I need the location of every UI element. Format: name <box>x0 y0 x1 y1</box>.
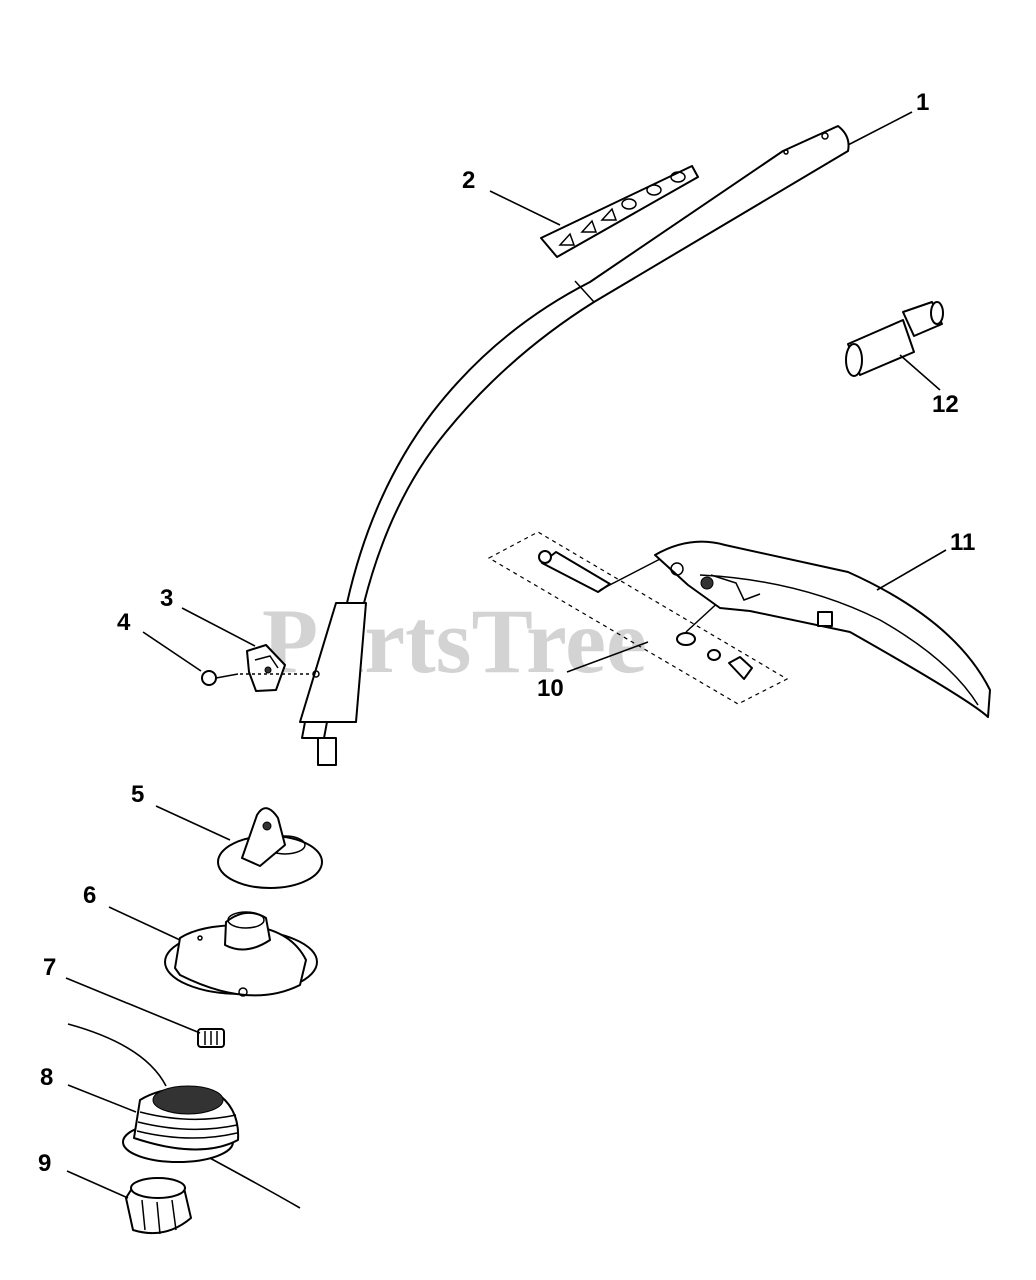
part-5-retainer <box>217 807 323 889</box>
part-8-spool <box>67 1023 301 1209</box>
callout-12: 12 <box>932 391 959 418</box>
callout-8: 8 <box>40 1064 53 1091</box>
callout-2: 2 <box>462 167 475 194</box>
part-2-label <box>540 165 699 258</box>
callout-4: 4 <box>117 609 131 636</box>
part-10-hardware-kit <box>487 531 789 705</box>
callout-11: 11 <box>950 529 975 556</box>
callout-3: 3 <box>160 585 173 612</box>
part-12-adapter <box>845 301 944 377</box>
part-11-guard <box>654 540 991 718</box>
callout-7: 7 <box>43 954 56 981</box>
callout-10: 10 <box>537 675 564 702</box>
part-6-housing <box>164 911 318 997</box>
part-3-clamp <box>246 644 286 692</box>
part-4-screw <box>201 670 312 686</box>
callout-6: 6 <box>83 882 96 909</box>
part-7-eyelet <box>197 1028 225 1048</box>
callout-9: 9 <box>38 1150 51 1177</box>
callout-5: 5 <box>131 781 144 808</box>
part-9-knob <box>125 1177 192 1235</box>
leader-lines <box>65 111 947 1199</box>
callout-1: 1 <box>916 89 929 116</box>
part-1-shaft <box>299 125 850 766</box>
